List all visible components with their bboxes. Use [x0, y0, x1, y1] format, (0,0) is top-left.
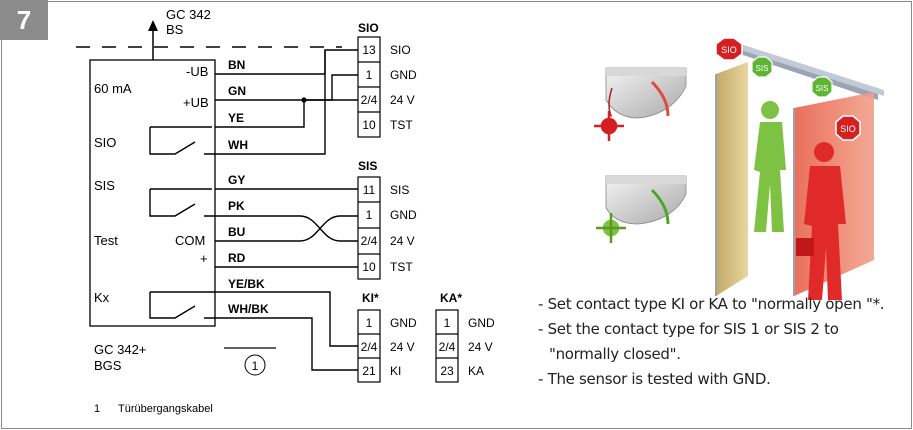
sis-terminal-label: SIS: [390, 183, 409, 197]
instruction-line: - Set contact type KI or KA to "normally…: [538, 295, 885, 313]
footnote-number: 1: [94, 403, 100, 415]
power-supply-sub: BS: [166, 22, 184, 37]
ka-block-title: KA*: [440, 291, 462, 305]
sensor-sio-label: SIO: [94, 135, 116, 150]
footnote-text: Türübergangskabel: [118, 403, 213, 415]
sis-terminal-num: 10: [362, 260, 376, 274]
sis-terminal-num: 1: [366, 208, 373, 222]
wire-label-gy: GY: [228, 173, 245, 187]
cable-marker-number: 1: [252, 359, 259, 373]
wire-label-pk: PK: [228, 199, 245, 213]
wire-ye: [215, 100, 305, 128]
wires: [149, 49, 358, 371]
instruction-line: "normally closed".: [549, 345, 681, 363]
wire-label-bu: BU: [228, 225, 245, 239]
ki-terminal-label: 24 V: [390, 340, 415, 354]
sensor-com-label: COM: [175, 233, 205, 248]
ka-terminal-label: GND: [468, 316, 495, 330]
wire-label-ye: YE: [228, 111, 244, 125]
sio-terminal-num: 1: [366, 68, 373, 82]
instruction-line: - Set the contact type for SIS 1 or SIS …: [538, 320, 839, 338]
wire-ye-bk: [150, 291, 358, 347]
sio-sign: SIO: [835, 115, 861, 141]
ki-terminal-num: 21: [362, 364, 376, 378]
sensor-model-sub: BGS: [94, 358, 122, 373]
sign-label: SIO: [840, 124, 856, 134]
sis-terminal-num: 11: [363, 183, 376, 197]
sio-terminal-label: 24 V: [390, 93, 415, 107]
sio-terminal-num: 13: [362, 43, 376, 57]
sign-label: SIO: [721, 45, 737, 55]
sensor-test-label: Test: [94, 233, 118, 248]
ki-terminal-label: KI: [390, 364, 401, 378]
wire-sio-switch: [149, 50, 326, 155]
sensor-sis-illustration: [596, 175, 687, 243]
sio-terminal-label: SIO: [390, 43, 411, 57]
wire-label-wh-bk: WH/BK: [228, 302, 269, 316]
sensor-sis-label: SIS: [94, 178, 115, 193]
sis-block-title: SIS: [358, 159, 377, 173]
ki-block-frame: [357, 309, 381, 383]
sensor-neg-label: -UB: [186, 64, 208, 79]
sensor-current-label: 60 mA: [94, 81, 132, 96]
sio-terminal-num: 2/4: [361, 93, 378, 107]
ki-terminal-label: GND: [390, 316, 417, 330]
wire-bu: [215, 215, 358, 242]
ka-block-frame: [435, 309, 459, 383]
wire-wh-bk: [149, 292, 358, 371]
sio-terminal-num: 10: [362, 118, 376, 132]
ki-terminal-num: 1: [366, 316, 373, 330]
sensor-model-label: GC 342+: [94, 342, 146, 357]
figure-number-badge: 7: [0, 0, 48, 40]
ka-terminal-label: KA: [468, 364, 484, 378]
wire-gn: [215, 74, 358, 101]
sis-terminal-label: 24 V: [390, 234, 415, 248]
power-arrow-head: [148, 20, 158, 31]
sensor-box: [89, 59, 216, 327]
sensor-pos-label: +UB: [183, 95, 209, 110]
power-supply-name: GC 342: [166, 7, 211, 22]
ka-terminal-num: 2/4: [439, 340, 456, 354]
ka-terminal-num: 1: [444, 316, 451, 330]
ki-terminal-num: 2/4: [361, 340, 378, 354]
instruction-line: - The sensor is tested with GND.: [538, 370, 771, 388]
wire-label-rd: RD: [228, 251, 246, 265]
sign-label: SIS: [756, 64, 769, 73]
sio-block-title: SIO: [358, 21, 379, 35]
cable-marker-circle: [244, 354, 266, 376]
wire-label-ye-bk: YE/BK: [228, 277, 265, 291]
ki-block-title: KI*: [362, 291, 379, 305]
instructions-text: - Set contact type KI or KA to "normally…: [538, 292, 908, 392]
sis-terminal-label: GND: [390, 208, 417, 222]
sio-terminal-label: GND: [390, 68, 417, 82]
ka-terminal-num: 23: [440, 364, 454, 378]
wire-label-gn: GN: [228, 84, 246, 98]
sio-terminal-label: TST: [390, 118, 413, 132]
wire-label-wh: WH: [228, 138, 248, 152]
sensor-plus-label: +: [200, 251, 208, 266]
junction-dot: [301, 97, 307, 103]
door-scene-illustration: [715, 40, 884, 300]
sign-label: SIS: [816, 84, 829, 93]
sio-sign: SIO: [715, 37, 743, 61]
sis-terminal-label: TST: [390, 260, 413, 274]
ka-terminal-label: 24 V: [468, 340, 493, 354]
sensor-kx-label: Kx: [94, 290, 110, 305]
sensor-sio-illustration: [594, 67, 687, 141]
sis-sign: SIS: [751, 56, 773, 78]
sis-sign: SIS: [811, 76, 833, 98]
sis-terminal-num: 2/4: [361, 234, 378, 248]
wire-label-bn: BN: [228, 58, 245, 72]
